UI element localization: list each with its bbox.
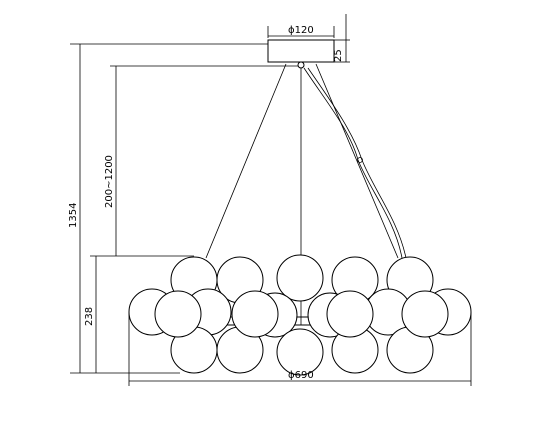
overall-diameter-label: ϕ690 bbox=[288, 370, 314, 381]
globe bbox=[231, 290, 279, 338]
glass-globes bbox=[128, 254, 472, 376]
globe bbox=[326, 290, 374, 338]
globe bbox=[276, 254, 324, 302]
canopy-diameter-label: ϕ120 bbox=[288, 25, 314, 36]
body-height-dimension: 238 bbox=[84, 255, 194, 373]
globe bbox=[401, 290, 449, 338]
overall-height-dimension: 1354 bbox=[68, 43, 268, 374]
globe bbox=[276, 328, 324, 376]
overall-diameter-dimension: ϕ690 bbox=[128, 312, 472, 386]
overall-height-label: 1354 bbox=[68, 203, 79, 228]
canopy-height-dimension: 25 bbox=[333, 14, 350, 63]
suspension-range-label: 200~1200 bbox=[104, 155, 115, 208]
canopy-height-label: 25 bbox=[333, 49, 344, 62]
globe bbox=[154, 290, 202, 338]
ceiling-canopy bbox=[267, 39, 335, 69]
suspension-range-dimension: 200~1200 bbox=[104, 65, 298, 256]
suspension-wires bbox=[205, 63, 407, 259]
canopy-diameter-dimension: ϕ120 bbox=[267, 25, 335, 38]
body-height-label: 238 bbox=[84, 307, 95, 326]
